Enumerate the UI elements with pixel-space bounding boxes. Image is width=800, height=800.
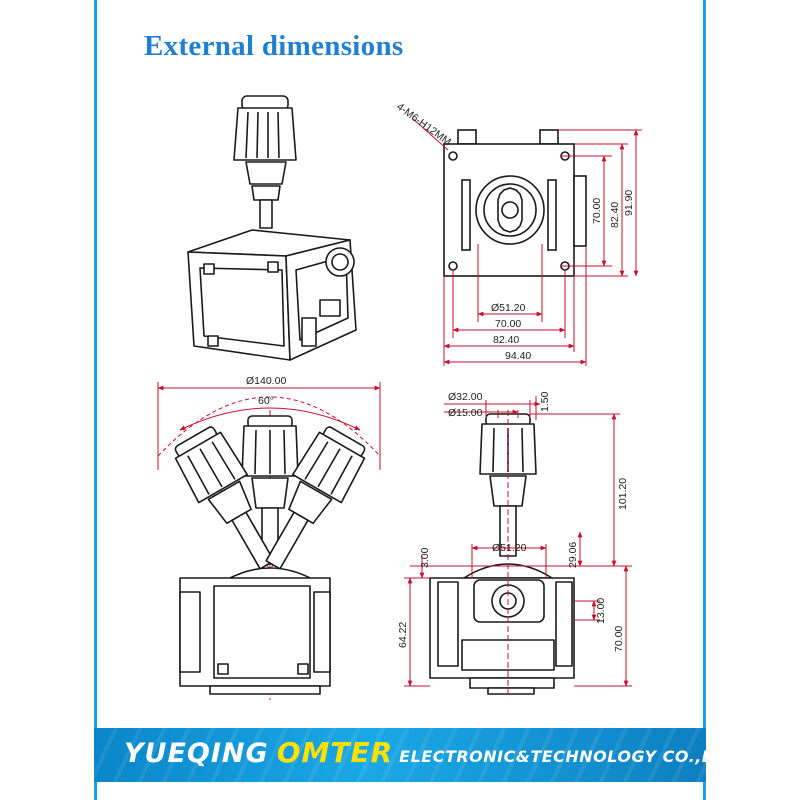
dim-label: 82.40 <box>609 202 621 228</box>
swing-handle-left <box>174 426 275 570</box>
hole-note-label: 4-M6-H12MM <box>394 101 453 148</box>
dim-label: 64.22 <box>397 622 409 648</box>
isometric-view <box>187 95 357 361</box>
iso-handle <box>233 95 297 229</box>
swing-body <box>179 567 331 695</box>
dim-label: Ø32.00 <box>448 391 483 403</box>
top-view <box>411 117 642 366</box>
front-view <box>404 396 632 698</box>
top-tab-left <box>457 129 477 145</box>
dim-label: 13.00 <box>595 598 607 624</box>
dim-label: 60° <box>258 395 274 407</box>
top-side-connector <box>573 175 587 247</box>
dim-label: 91.90 <box>623 190 635 216</box>
banner-part3: ELECTRONIC&TECHNOLOGY CO.,LTD. <box>399 747 706 766</box>
mount-hole <box>448 151 458 161</box>
dim-label: 82.40 <box>493 334 519 346</box>
dim-label: 3.00 <box>419 547 431 568</box>
dim-label: Ø140.00 <box>246 375 286 387</box>
swing-handle-right <box>265 426 366 570</box>
banner-part1: YUEQING <box>124 738 269 769</box>
dim-label: 70.00 <box>613 626 625 652</box>
page-title: External dimensions <box>144 30 404 62</box>
dim-label: Ø51.20 <box>492 542 527 554</box>
banner-texture <box>94 728 706 782</box>
left-border-line <box>94 0 97 800</box>
dim-label: 70.00 <box>495 318 521 330</box>
mount-hole <box>448 261 458 271</box>
iso-body <box>187 229 357 361</box>
swing-view <box>157 382 381 700</box>
dim-label: 101.20 <box>617 478 629 510</box>
swing-handle-center <box>241 415 299 565</box>
dim-label: 29.06 <box>567 542 579 568</box>
dim-label: 1.50 <box>539 391 551 412</box>
dim-label: 70.00 <box>591 198 603 224</box>
top-tab-right <box>539 129 559 145</box>
dim-label: Ø51.20 <box>491 302 526 314</box>
dim-label: 94.40 <box>505 350 531 362</box>
right-border-line <box>703 0 706 800</box>
banner-part2: OMTER <box>276 736 394 769</box>
dim-label: Ø15.00 <box>448 407 483 419</box>
front-boot <box>463 563 553 579</box>
front-body <box>429 577 575 695</box>
